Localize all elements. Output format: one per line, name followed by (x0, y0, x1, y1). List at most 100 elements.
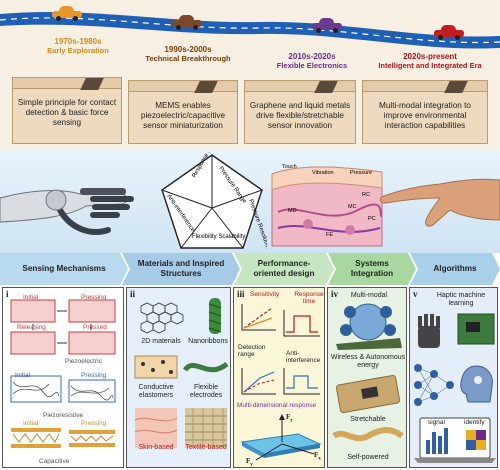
era-box-3: Graphene and liquid metals drive flexibl… (244, 80, 356, 144)
ai-head-graphic (460, 365, 493, 403)
skin-label-mc: MC (348, 204, 357, 210)
label-stretchable: Stretchable (350, 416, 386, 423)
piezoelectric-diagram (10, 299, 116, 355)
label-flexible-electrodes: Flexible electrodes (189, 384, 223, 399)
skin-label-touch: Touch (282, 164, 297, 170)
skin-based-graphic (134, 408, 178, 448)
skin-label-rc: RC (362, 192, 370, 198)
label-nanoribbons: Nanoribbons (188, 338, 228, 345)
era-4-label: Intelligent and Integrated Era (378, 61, 482, 70)
road-lane-line (0, 17, 500, 44)
panel-algorithms: v Haptic machine learning signal identif… (409, 287, 498, 468)
panel-materials: ii 2D materials Nanoribbons Conductive e… (126, 287, 231, 468)
skin-label-fe: FE (326, 232, 333, 238)
skin-label-vibration: Vibration (312, 170, 334, 176)
era-box-2: MEMS enables piezoelectric/capacitive se… (128, 80, 238, 144)
hand-band: Response Speed Pressure Range Pressure R… (0, 150, 500, 253)
era-box-2-text: MEMS enables piezoelectric/capacitive se… (140, 101, 226, 130)
performance-pentagon: Response Speed Pressure Range Pressure R… (161, 152, 267, 251)
car-brown (172, 15, 202, 30)
sensitivity-plot (241, 304, 276, 331)
skin-label-pressure: Pressure (350, 170, 372, 176)
pentagon-label-flexibility: Flexibility Scalability (192, 234, 245, 240)
label-haptic-ml: Haptic machine learning (436, 292, 486, 307)
label-detection-range: Detection range (238, 344, 266, 358)
era-box-1-text: Simple principle for contact detection &… (17, 98, 117, 127)
fz-letter: F (286, 413, 291, 421)
label-multi-modal: Multi-modal (350, 292, 388, 299)
label-signal: signal (428, 419, 445, 426)
category-performance-label: Performance-oriented design (253, 259, 315, 278)
era-2: 1990s-2000s Technical Breakthrough (128, 45, 248, 63)
fx-letter: F (314, 451, 319, 459)
car-purple (312, 18, 342, 33)
category-sensing-mechanisms-label: Sensing Mechanisms (22, 264, 106, 273)
fz-subscript: z (290, 418, 293, 424)
label-wireless: Wireless & Autonomous energy (330, 354, 406, 369)
label-capacitive: Capacitive (39, 458, 70, 465)
wireless-board (336, 374, 400, 414)
panel-sensing-mechanisms: i Initial Pressing Releasing Pressed Pie… (2, 287, 124, 468)
panel-v-numeral: v (413, 289, 418, 299)
panel-performance: iii Sensitivity Response time Detection … (233, 287, 325, 468)
label-sensitivity: Sensitivity (250, 291, 280, 298)
era-2-years: 1990s-2000s (164, 45, 212, 54)
label-initial-2: Initial (15, 372, 31, 379)
panel-iii-numeral: iii (237, 289, 245, 299)
label-releasing: Releasing (17, 324, 46, 331)
category-sensing-mechanisms: Sensing Mechanisms (0, 253, 128, 285)
label-pressed: Pressed (83, 324, 107, 331)
stretchable-device (332, 427, 404, 442)
nanoribbons-graphic (208, 298, 222, 334)
label-conductive-elastomers: Conductive elastomers (138, 384, 174, 399)
era-1: 1970s-1980s Early Exploration (18, 37, 138, 55)
panel-systems-integration: iv Multi-modal Wireless & Autonomous ene… (327, 287, 407, 468)
multi-modal-array (336, 303, 402, 350)
label-2d-materials: 2D materials (141, 338, 181, 345)
circuit-board-graphic (457, 313, 495, 345)
label-initial-1: Initial (23, 294, 39, 301)
era-2-label: Technical Breakthrough (145, 54, 231, 63)
panel-ii-numeral: ii (130, 289, 136, 299)
fx-subscript: x (318, 456, 321, 462)
era-box-1: Simple principle for contact detection &… (12, 77, 122, 144)
label-piezoelectric: Piezoelectric (65, 358, 102, 365)
label-anti-interference: Anti-interference (286, 350, 321, 364)
detection-range-plot (241, 368, 276, 395)
skin-cross-section: Touch Vibration Pressure MD RC MC PC FE (271, 164, 383, 247)
conductive-elastomers-graphic (134, 355, 178, 379)
label-identify: identify (464, 419, 485, 426)
human-hand-illustration (379, 178, 500, 227)
label-fx: Fx (314, 452, 321, 462)
multi-dimensional-device (240, 414, 322, 461)
fy-subscript: y (250, 462, 253, 468)
response-time-plot (283, 310, 320, 337)
era-box-4: Multi-modal integration to improve envir… (362, 80, 488, 144)
category-materials: Materials and Inspired Structures (122, 253, 240, 285)
panel-i-numeral: i (6, 289, 9, 299)
era-1-label: Early Exploration (47, 46, 109, 55)
category-systems-integration-label: Systems Integration (350, 259, 394, 278)
category-algorithms-label: Algorithms (433, 264, 477, 273)
category-materials-label: Materials and Inspired Structures (137, 259, 225, 278)
flexible-electrodes-graphic (183, 361, 229, 373)
category-bar: Sensing Mechanisms Materials and Inspire… (0, 253, 500, 285)
anti-interference-plot (283, 368, 320, 395)
era-box-3-text: Graphene and liquid metals drive flexibl… (249, 101, 351, 130)
label-textile-based: Textile-based (185, 444, 227, 451)
category-performance: Performance-oriented design (234, 253, 334, 285)
label-pressing-2: Pressing (81, 372, 107, 379)
capacitive-diagram (11, 428, 115, 448)
category-systems-integration: Systems Integration (328, 253, 416, 285)
2d-materials-graphic (140, 302, 184, 334)
label-pressing-1: Pressing (81, 294, 107, 301)
era-1-years: 1970s-1980s (54, 37, 102, 46)
textile-based-graphic (185, 408, 227, 448)
skin-label-pc: PC (368, 216, 376, 222)
era-3-years: 2010s-2020s (288, 52, 336, 61)
robot-hand-illustration (0, 188, 134, 235)
neural-network-graphic (414, 364, 454, 406)
category-algorithms: Algorithms (410, 253, 500, 285)
era-box-4-text: Multi-modal integration to improve envir… (379, 101, 471, 130)
road (0, 11, 500, 49)
